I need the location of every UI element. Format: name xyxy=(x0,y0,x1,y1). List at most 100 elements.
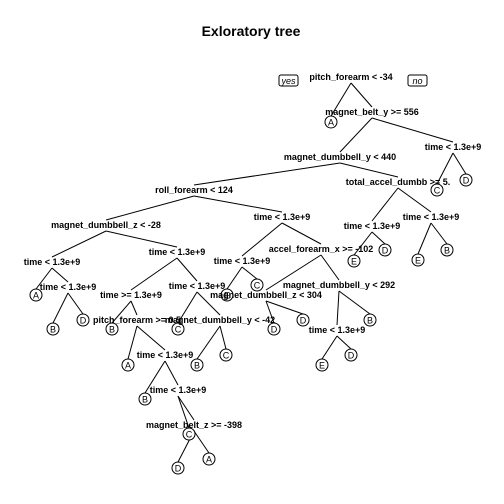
leaf-class-label: B xyxy=(109,324,115,334)
leaf-class-label: C xyxy=(254,280,261,290)
edge-n3-n6 xyxy=(339,117,373,153)
leaf-class-label: E xyxy=(319,360,325,370)
edge-n57-L21 xyxy=(353,231,373,256)
leaf-node xyxy=(171,461,185,475)
leaf-class-label: D xyxy=(271,324,278,334)
edge-n64-n68 xyxy=(177,395,195,421)
tree-edges xyxy=(35,82,467,463)
edge-n64-L9 xyxy=(177,395,190,429)
split-label: time < 1.3e+9 xyxy=(309,325,366,335)
edge-n6-n13 xyxy=(339,162,399,178)
split-label: time < 1.3e+9 xyxy=(24,257,81,267)
leaf-class-label: A xyxy=(328,117,334,127)
split-label: time < 1.3e+9 xyxy=(40,282,97,292)
leaf-node xyxy=(220,288,234,302)
leaf-node xyxy=(378,243,392,257)
leaf-node xyxy=(46,322,60,336)
split-label: time >= 1.3e+9 xyxy=(100,290,162,300)
leaf-class-label: B xyxy=(194,360,200,370)
edge-n6-n12 xyxy=(193,162,341,186)
leaf-class-label: A xyxy=(206,454,212,464)
leaf-node xyxy=(29,288,43,302)
leaf-class-label: D xyxy=(382,245,389,255)
leaf-node xyxy=(459,173,473,187)
edge-n56-L20 xyxy=(336,335,352,350)
edge-n27-n55 xyxy=(320,254,340,281)
leaf-node xyxy=(76,313,90,327)
edge-n7-L25 xyxy=(436,152,454,185)
split-label: magnet_dumbbell_y < 440 xyxy=(284,152,396,162)
split-label: time < 1.3e+9 xyxy=(150,385,207,395)
edge-n48-L1 xyxy=(35,267,53,290)
edge-n13-n66 xyxy=(397,187,432,213)
edge-n26-n27 xyxy=(281,222,322,245)
edge-n54-L17 xyxy=(265,300,304,315)
leaf-node xyxy=(219,348,233,362)
split-label: magnet_dumbbell_y < -42 xyxy=(165,315,275,325)
split-label: magnet_dumbbell_y < 292 xyxy=(283,280,395,290)
split-label: accel_forearm_x >= -102 xyxy=(269,244,374,254)
leaf-node xyxy=(105,322,119,336)
edge-n55-n56 xyxy=(336,290,340,326)
edge-n62-n64 xyxy=(164,360,179,386)
diagram-title: Exloratory tree xyxy=(202,23,301,39)
leaf-node xyxy=(182,427,196,441)
edge-n60-L7 xyxy=(127,325,138,360)
split-label: time < 1.3e+9 xyxy=(214,256,271,266)
leaf-node xyxy=(411,253,425,267)
leaf-node xyxy=(296,313,310,327)
edge-n12-n24 xyxy=(105,195,195,221)
edge-n52-L14 xyxy=(226,266,243,290)
leaf-node xyxy=(202,452,216,466)
leaf-class-label: A xyxy=(33,290,39,300)
leaf-node xyxy=(347,254,361,268)
edge-n55-L18 xyxy=(338,290,371,315)
leaf-class-label: E xyxy=(415,255,421,265)
leaf-class-label: E xyxy=(224,290,230,300)
leaf-class-label: D xyxy=(463,175,470,185)
leaf-node xyxy=(363,313,377,327)
leaf-node xyxy=(190,358,204,372)
edge-n1-n3 xyxy=(350,82,373,108)
leaf-class-label: E xyxy=(351,256,357,266)
leaf-node xyxy=(121,358,135,372)
leaf-node xyxy=(250,278,264,292)
edge-n49-L4 xyxy=(67,292,84,315)
split-label: time < 1.3e+9 xyxy=(254,212,311,222)
edge-n52-L15 xyxy=(241,266,258,280)
edge-n49-L5 xyxy=(52,292,69,324)
leaf-class-label: B xyxy=(444,245,450,255)
leaf-class-label: C xyxy=(434,185,441,195)
split-label: time < 1.3e+9 xyxy=(169,281,226,291)
edge-n57-L22 xyxy=(371,231,386,245)
leaf-class-label: D xyxy=(80,315,87,325)
edge-n26-n52 xyxy=(241,222,283,257)
split-label: time < 1.3e+9 xyxy=(425,142,482,152)
edge-n61-L12 xyxy=(196,325,221,360)
leaf-node xyxy=(315,358,329,372)
leaf-node xyxy=(344,348,358,362)
edge-n13-n57 xyxy=(371,187,399,222)
edge-n24-n48 xyxy=(51,230,107,258)
edge-n54-L16 xyxy=(265,300,275,324)
split-label: time < 1.3e+9 xyxy=(344,221,401,231)
leaf-node xyxy=(324,115,338,129)
split-label: total_accel_dumbb >= 5. xyxy=(346,177,451,187)
leaf-node xyxy=(138,392,152,406)
edge-n50-n60 xyxy=(130,300,138,316)
leaf-class-label: D xyxy=(175,463,182,473)
edge-n27-n54 xyxy=(265,254,322,291)
edge-n66-L23 xyxy=(417,222,432,255)
leaf-class-label: D xyxy=(300,315,307,325)
edge-n7-L26 xyxy=(452,152,467,175)
yes-box xyxy=(278,74,299,87)
leaf-class-label: A xyxy=(125,360,131,370)
edge-n62-L8 xyxy=(144,360,166,394)
yes-no-indicator: yes no xyxy=(278,74,428,87)
leaf-class-label: C xyxy=(175,324,182,334)
edge-n1-L2 xyxy=(330,82,352,117)
split-label: pitch_forearm < -34 xyxy=(309,72,392,82)
